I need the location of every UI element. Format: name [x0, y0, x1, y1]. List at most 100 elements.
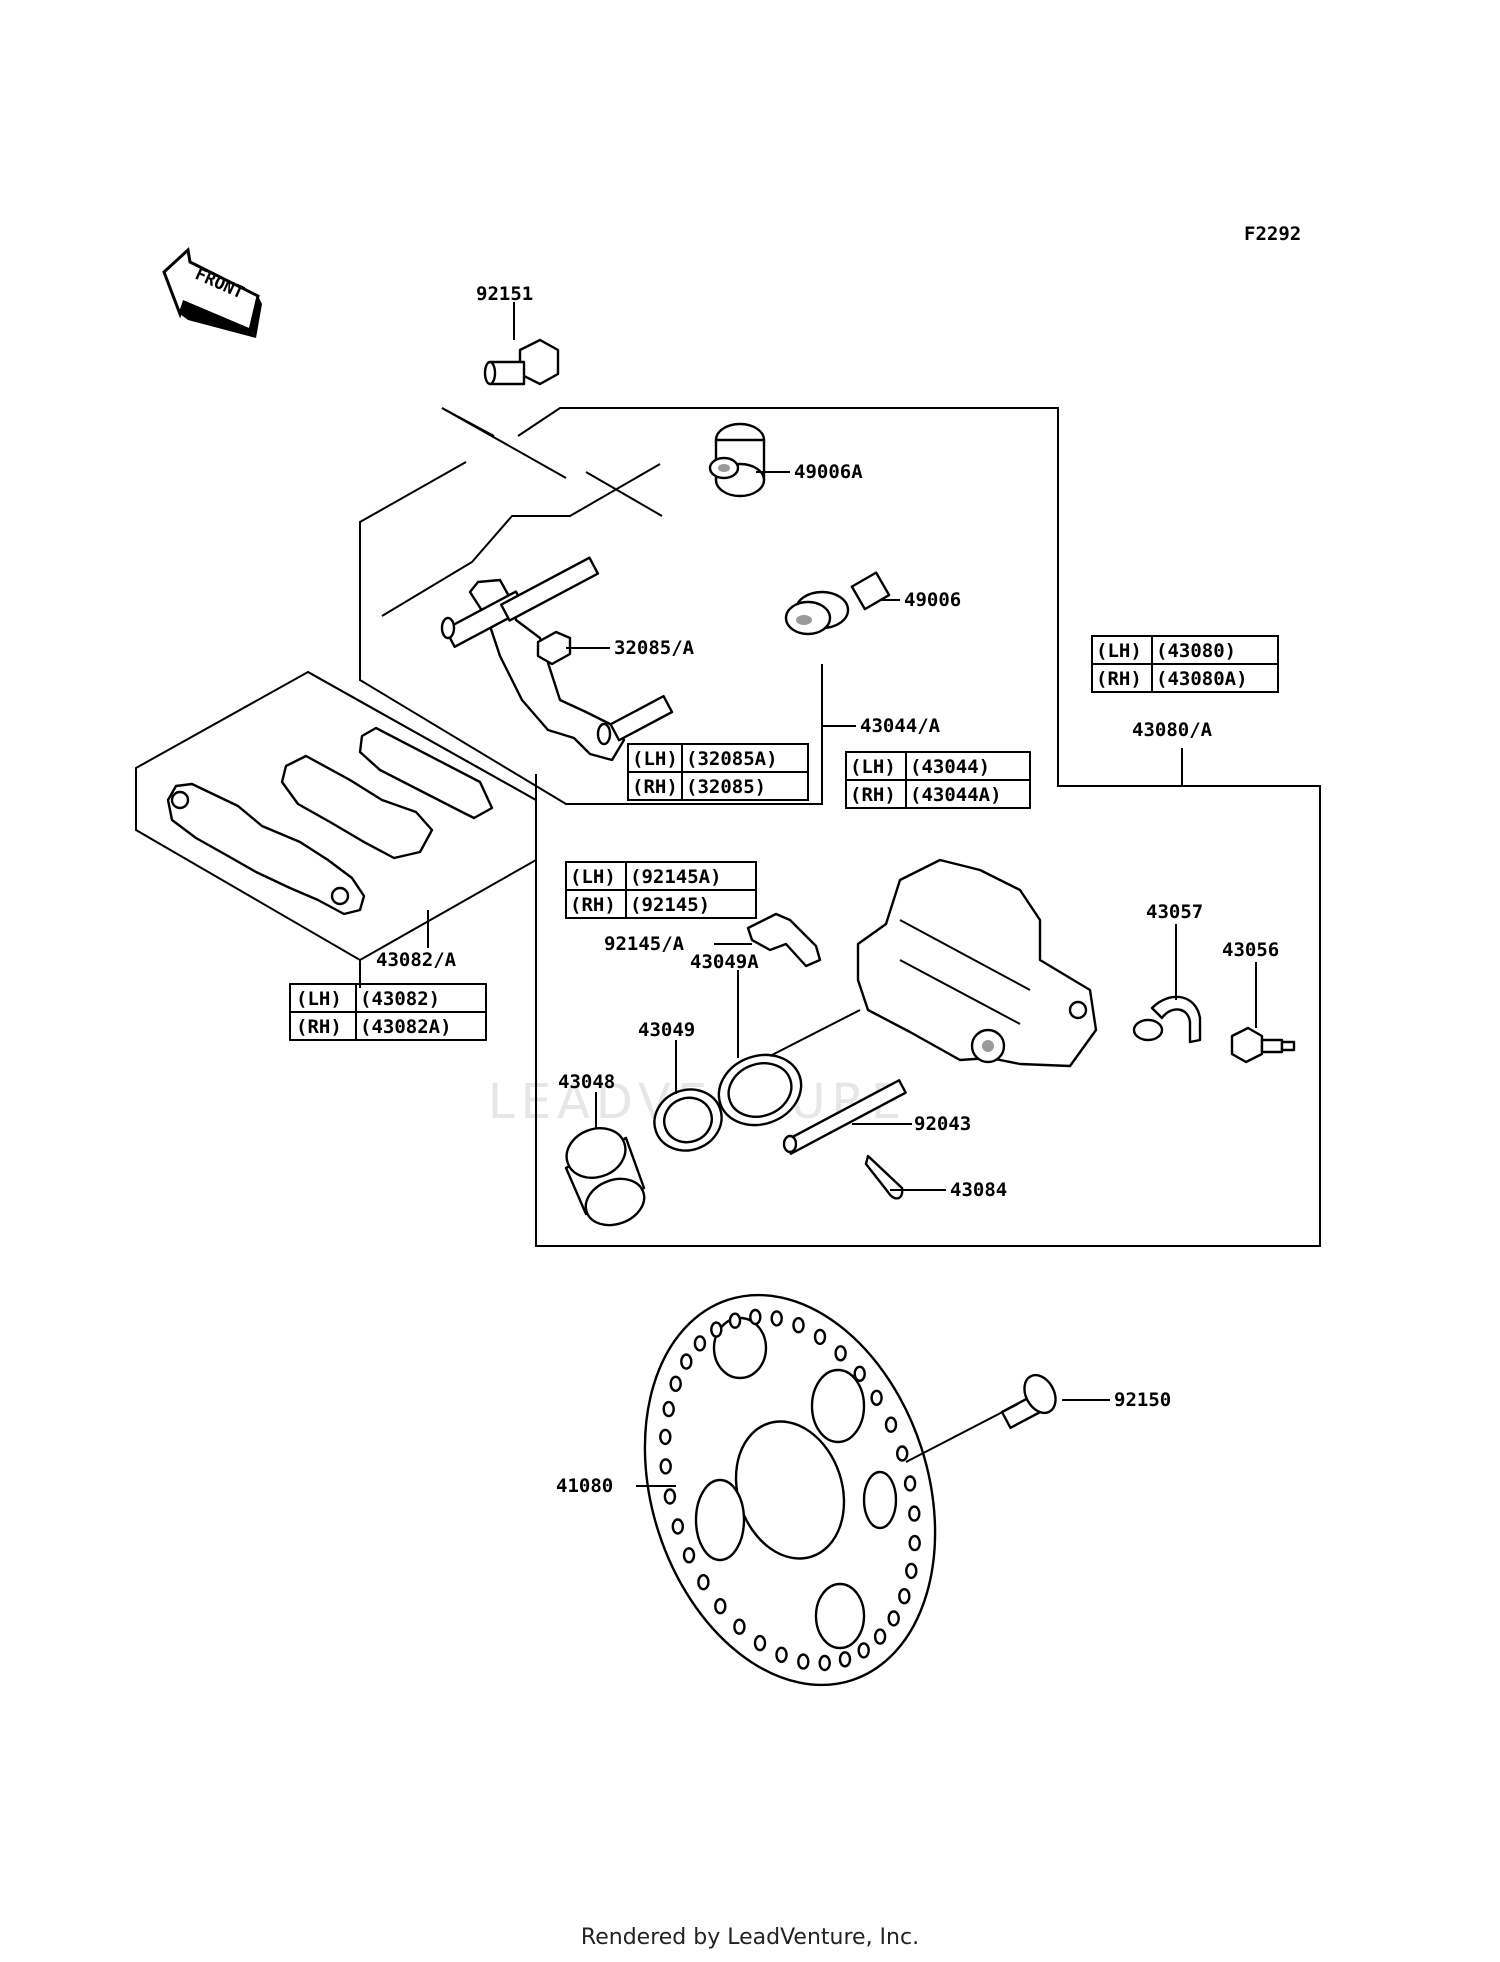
disc-hole: [680, 1353, 693, 1370]
disc-hole: [898, 1587, 911, 1605]
pad-spring-92145-icon: [746, 912, 822, 968]
disc-hole: [813, 1328, 827, 1346]
callout-43049A: 43049A: [690, 951, 759, 973]
callout-92150: 92150: [1114, 1389, 1171, 1411]
caliper-bracket-43044-icon: [440, 556, 674, 762]
callout-43048: 43048: [558, 1071, 615, 1093]
table-43044: (LH) (43044) (RH) (43044A): [845, 751, 1031, 809]
disc-hole: [710, 1321, 723, 1338]
disc-hole: [714, 1597, 727, 1615]
disc-hole: [693, 1335, 707, 1352]
svg-text:(43044): (43044): [910, 756, 990, 778]
piston-43048-icon: [564, 1127, 646, 1227]
callout-32085-A: 32085/A: [614, 637, 695, 659]
clip-32085-icon: [536, 630, 572, 666]
disc-hole: [671, 1518, 684, 1535]
callout-92151: 92151: [476, 283, 533, 305]
disc-hole: [659, 1458, 672, 1475]
front-arrow-icon: FRONT: [162, 247, 262, 338]
svg-text:(43080): (43080): [1156, 640, 1236, 662]
disc-hole: [853, 1365, 866, 1383]
disc-hole: [697, 1573, 710, 1591]
table-43080: (LH) (43080) (RH) (43080A): [1091, 635, 1279, 693]
disc-hole: [663, 1488, 677, 1505]
disc-hole: [797, 1653, 810, 1670]
clip-43084-icon: [864, 1154, 904, 1200]
callout-92043: 92043: [914, 1113, 971, 1135]
disc-hole: [896, 1445, 909, 1462]
svg-text:(RH): (RH): [632, 776, 678, 798]
svg-text:(LH): (LH): [1096, 640, 1142, 662]
disc-hole: [838, 1651, 852, 1668]
svg-text:(LH): (LH): [632, 748, 678, 770]
svg-text:(43082A): (43082A): [360, 1016, 452, 1038]
disc-hole: [870, 1389, 883, 1407]
svg-text:(RH): (RH): [850, 784, 896, 806]
disc-hole: [669, 1375, 682, 1393]
bolt-92150-icon: [1000, 1373, 1057, 1430]
pin-boot-49006A-icon: [708, 422, 766, 498]
svg-text:(43082): (43082): [360, 988, 440, 1010]
table-43082: (LH) (43082) (RH) (43082A): [289, 983, 487, 1041]
assembly-outlines: [135, 407, 1321, 1247]
disc-hole: [733, 1618, 746, 1635]
callout-49006: 49006: [904, 589, 961, 611]
disc-hole: [775, 1646, 788, 1664]
disc-hole: [887, 1610, 900, 1627]
disc-hole: [903, 1475, 917, 1492]
callout-43080-A: 43080/A: [1132, 719, 1213, 741]
svg-text:(32085A): (32085A): [686, 748, 778, 770]
callout-43056: 43056: [1222, 939, 1279, 961]
callout-43084: 43084: [950, 1179, 1007, 1201]
disc-hole: [908, 1505, 921, 1522]
caliper-body-43080-icon: [856, 858, 1098, 1068]
callout-43049: 43049: [638, 1019, 695, 1041]
disc-hole: [818, 1654, 831, 1672]
callout-43082-A: 43082/A: [376, 949, 457, 971]
table-92145: (LH) (92145A) (RH) (92145): [565, 861, 757, 919]
svg-text:(RH): (RH): [570, 894, 616, 916]
disc-hole: [682, 1547, 696, 1564]
disc-hole: [857, 1642, 870, 1659]
callout-43057: 43057: [1146, 901, 1203, 923]
disc-hole: [873, 1628, 887, 1645]
svg-text:(LH): (LH): [570, 866, 616, 888]
seal-43049A-icon: [717, 1053, 803, 1127]
svg-text:(RH): (RH): [296, 1016, 342, 1038]
bleed-cap-43057-icon: [1132, 995, 1202, 1044]
figure-code: F2292: [1244, 223, 1301, 245]
disc-hole: [884, 1416, 898, 1433]
disc-hole: [908, 1534, 921, 1552]
disc-hole: [662, 1400, 675, 1418]
disc-hole: [749, 1308, 762, 1326]
disc-hole: [659, 1428, 672, 1446]
svg-text:(LH): (LH): [296, 988, 342, 1010]
svg-text:(92145A): (92145A): [630, 866, 722, 888]
disc-hole: [792, 1316, 805, 1334]
callout-49006A: 49006A: [794, 461, 863, 483]
svg-text:(43080A): (43080A): [1156, 668, 1248, 690]
disc-hole: [770, 1310, 783, 1327]
disc-hole: [728, 1312, 742, 1329]
seal-43049-icon: [653, 1088, 723, 1152]
callout-92145-A: 92145/A: [604, 933, 685, 955]
bleed-valve-43056-icon: [1230, 1026, 1296, 1064]
brake-disc-41080-icon: [643, 1293, 937, 1687]
callout-41080: 41080: [556, 1475, 613, 1497]
svg-text:(32085): (32085): [686, 776, 766, 798]
render-credit: Rendered by LeadVenture, Inc.: [580, 1925, 920, 1950]
disc-hole: [753, 1634, 767, 1652]
brake-pads-43082-icon: [166, 726, 494, 916]
bolt-92151-icon: [483, 338, 560, 386]
svg-text:(92145): (92145): [630, 894, 710, 916]
pin-92043-icon: [782, 1079, 907, 1155]
table-32085: (LH) (32085A) (RH) (32085): [627, 743, 809, 801]
leader-lines: [427, 302, 1257, 1487]
disc-hole: [834, 1345, 847, 1362]
svg-text:(RH): (RH): [1096, 668, 1142, 690]
svg-text:(43044A): (43044A): [910, 784, 1002, 806]
callout-43044-A: 43044/A: [860, 715, 941, 737]
disc-holes: [659, 1308, 921, 1672]
pin-boot-49006-icon: [784, 571, 891, 636]
